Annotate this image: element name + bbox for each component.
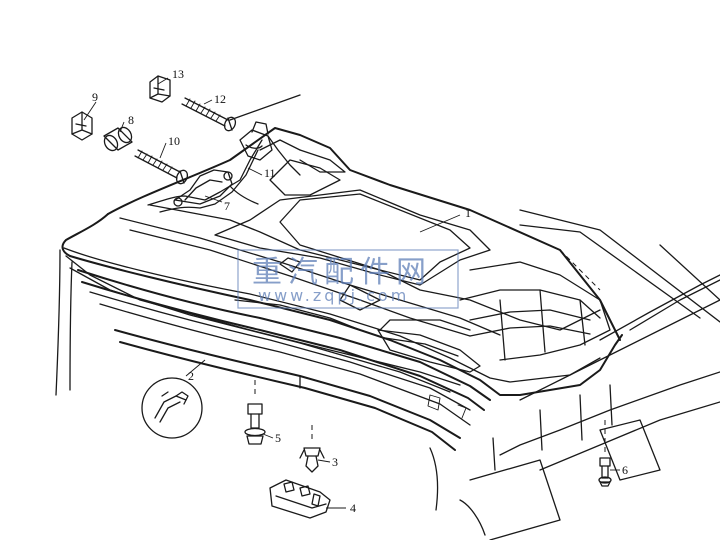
- callout-4: 4: [350, 501, 356, 515]
- callout-3: 3: [332, 455, 338, 469]
- callout-labels: 13 12 9 8 10 11 7 1 2 5 3 4 6: [92, 67, 628, 515]
- cab-body: [55, 94, 720, 541]
- top-hardware: [71, 75, 237, 185]
- lower-hardware: [244, 380, 612, 519]
- watermark: 重汽配件网 www.zqpj.com: [237, 249, 459, 309]
- callout-13: 13: [172, 67, 184, 81]
- callout-7: 7: [224, 199, 230, 213]
- detail-inset: [141, 377, 203, 439]
- callout-11: 11: [264, 166, 276, 180]
- callout-1: 1: [465, 206, 471, 220]
- callout-5: 5: [275, 431, 281, 445]
- callout-12: 12: [214, 92, 226, 106]
- callout-2: 2: [188, 369, 194, 383]
- watermark-text: 重汽配件网: [252, 255, 432, 290]
- watermark-url: www.zqpj.com: [258, 286, 409, 305]
- callout-6: 6: [622, 463, 628, 477]
- callout-10: 10: [168, 134, 180, 148]
- callout-8: 8: [128, 113, 134, 127]
- handle-bracket: [147, 121, 301, 213]
- leader-lines: [83, 77, 620, 509]
- callout-9: 9: [92, 90, 98, 104]
- roof-deflector: [61, 127, 623, 451]
